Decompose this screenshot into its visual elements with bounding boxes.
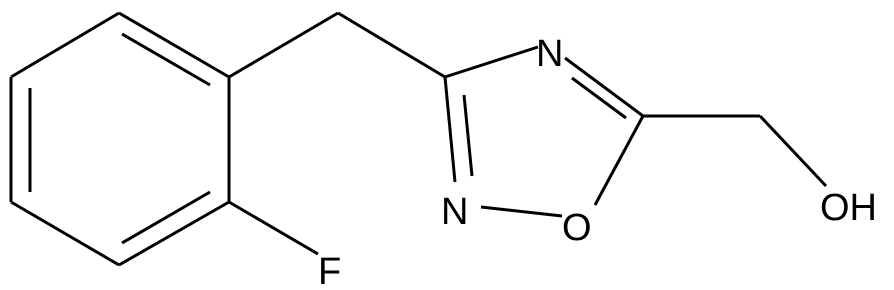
bond <box>10 11 120 79</box>
atom-n-left: N <box>441 191 468 233</box>
double-bond-inner <box>462 94 474 177</box>
bond-ring-ch2 <box>228 11 339 79</box>
atom-f: F <box>318 251 341 290</box>
benzene-ring <box>9 11 231 267</box>
bond <box>443 76 457 183</box>
bond <box>10 200 120 267</box>
bond-ch2-c3 <box>337 11 446 79</box>
atom-oh: OH <box>820 187 877 229</box>
bond <box>593 115 645 206</box>
double-bond-inner <box>571 76 627 120</box>
atom-n-top: N <box>536 33 563 75</box>
bond <box>480 205 563 218</box>
atom-o-ring: O <box>562 207 592 249</box>
double-bond-inner <box>121 190 211 245</box>
bond <box>118 200 230 267</box>
bond-ch2-oh <box>758 114 828 188</box>
bond <box>118 11 230 79</box>
bond <box>444 45 539 79</box>
bond-c-f <box>228 200 319 256</box>
oxadiazole-ring <box>443 45 645 218</box>
bond <box>564 56 644 118</box>
double-bond-inner <box>121 32 211 87</box>
